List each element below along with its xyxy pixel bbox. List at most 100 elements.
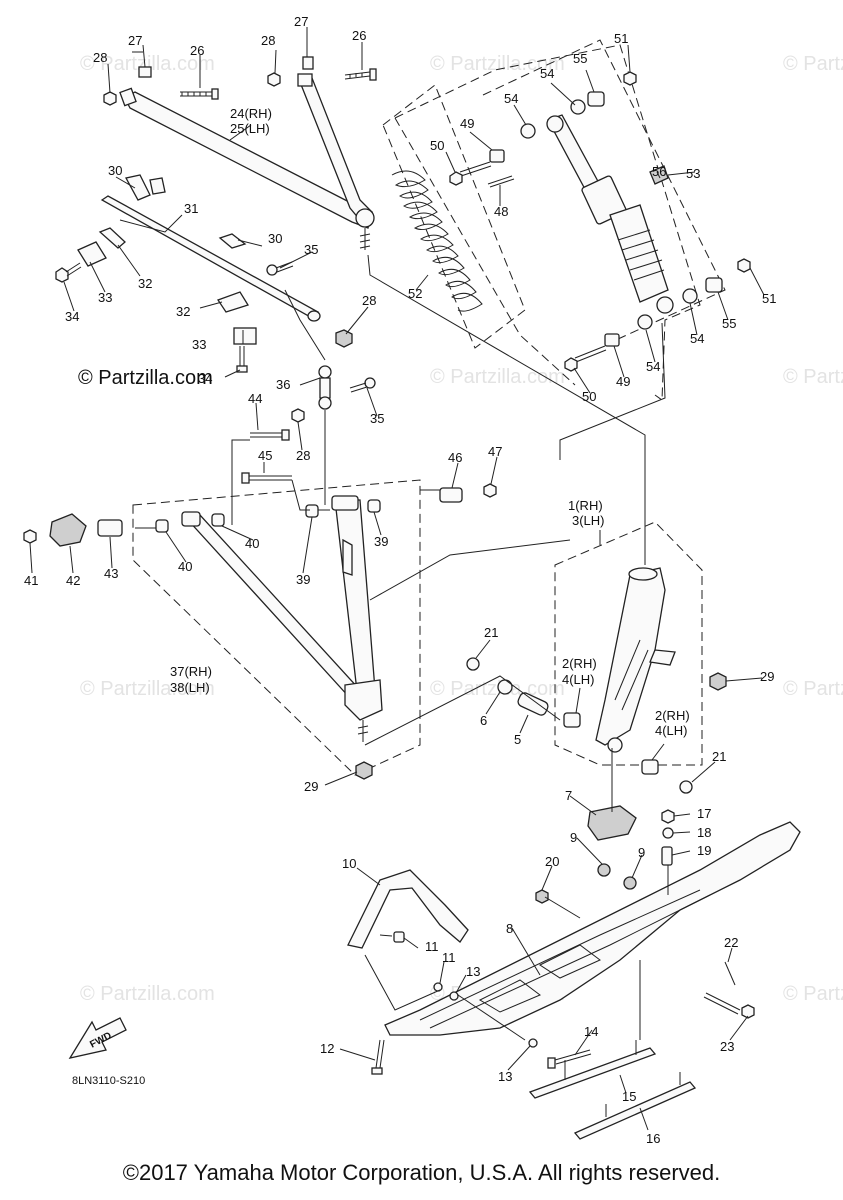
callout: 4(LH) [562,672,595,687]
lower-a-arm [132,479,421,776]
bolt-34-lower [236,346,248,373]
callout: 33 [192,337,206,352]
bushing-9-left [597,863,611,877]
collar-46 [439,487,463,503]
callout: 44 [248,391,262,406]
washer-13-upper [449,991,459,1001]
callout: 21 [484,625,498,640]
nut-28-right [267,72,281,87]
callout: 35 [304,242,318,257]
callout: 49 [616,374,630,389]
callout: 54 [690,331,704,346]
callout: 38(LH) [170,680,210,695]
callout: 23 [720,1039,734,1054]
callout: 25(LH) [230,121,270,136]
bolt-45 [241,472,292,484]
callout: 3(LH) [572,513,605,528]
nut-29-right [709,672,727,691]
callout: 28 [296,448,310,463]
bolt-26-right [344,68,377,81]
bushing-2-left [563,712,581,728]
callout: 11 [425,939,439,954]
runner-16 [573,1072,697,1140]
callout: 33 [98,290,112,305]
nut-28-link [291,408,305,423]
callout: 1(RH) [568,498,603,513]
callout: 6 [480,713,487,728]
nut-41 [23,529,37,544]
callout: 28 [362,293,376,308]
callout: 13 [498,1069,512,1084]
callout: 28 [261,33,275,48]
callout: 36 [276,377,290,392]
coil-spring-52 [382,84,526,349]
bushing-27-right [302,56,314,70]
bolt-34-upper [55,262,82,283]
callout: 50 [430,138,444,153]
pin-48 [487,175,515,188]
callout: 12 [320,1041,334,1056]
watermark: © Partzilla.com [80,53,215,75]
callout: 10 [342,856,356,871]
nut-51-top [623,71,637,86]
washer-54-top [570,99,586,115]
callout: 35 [370,411,384,426]
stabilizer-bar-31 [100,174,321,322]
watermark: © Partzilla.com [430,366,565,388]
bolt-35-upper [266,261,294,276]
bushing-27-left [138,66,152,78]
callout: 37(RH) [170,664,212,679]
callout: 53 [686,166,700,181]
callout: 14 [584,1024,598,1039]
callout: 45 [258,448,272,463]
bolt-44 [250,429,290,441]
callout: 30 [268,231,282,246]
callout: 19 [697,843,711,858]
washer-54-upper [520,123,536,139]
washer-21-right [679,780,693,794]
nut-28-left [103,91,117,106]
callout: 13 [466,964,480,979]
callout: 32 [138,276,152,291]
ski-8 [384,821,801,1036]
bushing-40-left [155,519,169,533]
leader-lines [29,27,765,1131]
bushing-39-right [367,499,381,513]
callout: 54 [504,91,518,106]
callout: 18 [697,825,711,840]
callout: 29 [760,669,774,684]
collar-55-lower [705,277,723,293]
callout: 26 [352,28,366,43]
callout: 34 [65,309,79,324]
callout: 27 [294,14,308,29]
nut-17 [661,809,675,824]
callout: 54 [540,66,554,81]
callout: 31 [184,201,198,216]
callout: 9 [570,830,577,845]
callout: 7 [565,788,572,803]
collar-43 [97,519,123,537]
bolt-50-lower [564,345,607,372]
pin-22 [724,961,736,986]
watermark: © Partzilla.com [80,983,215,1005]
callout: 49 [460,116,474,131]
bushing-9-right [623,876,637,890]
bolt-26-left [180,88,219,100]
bracket-32-upper [98,227,126,249]
callout: 15 [622,1089,636,1104]
washer-13-lower [528,1038,538,1048]
callout: 2(RH) [562,656,597,671]
watermark: © Partzilla.com [80,678,215,700]
collar-49-lower [604,333,620,347]
nut-20 [535,889,549,904]
callout: 11 [442,950,456,965]
callout: 42 [66,573,80,588]
bolt-50-upper [449,161,492,186]
clip-30-lower [218,233,247,249]
callout: 30 [108,163,122,178]
spindle [554,521,703,766]
callout: 9 [638,845,645,860]
nut-11-lower [433,982,443,992]
callout: 51 [614,31,628,46]
washer-18 [662,827,674,839]
